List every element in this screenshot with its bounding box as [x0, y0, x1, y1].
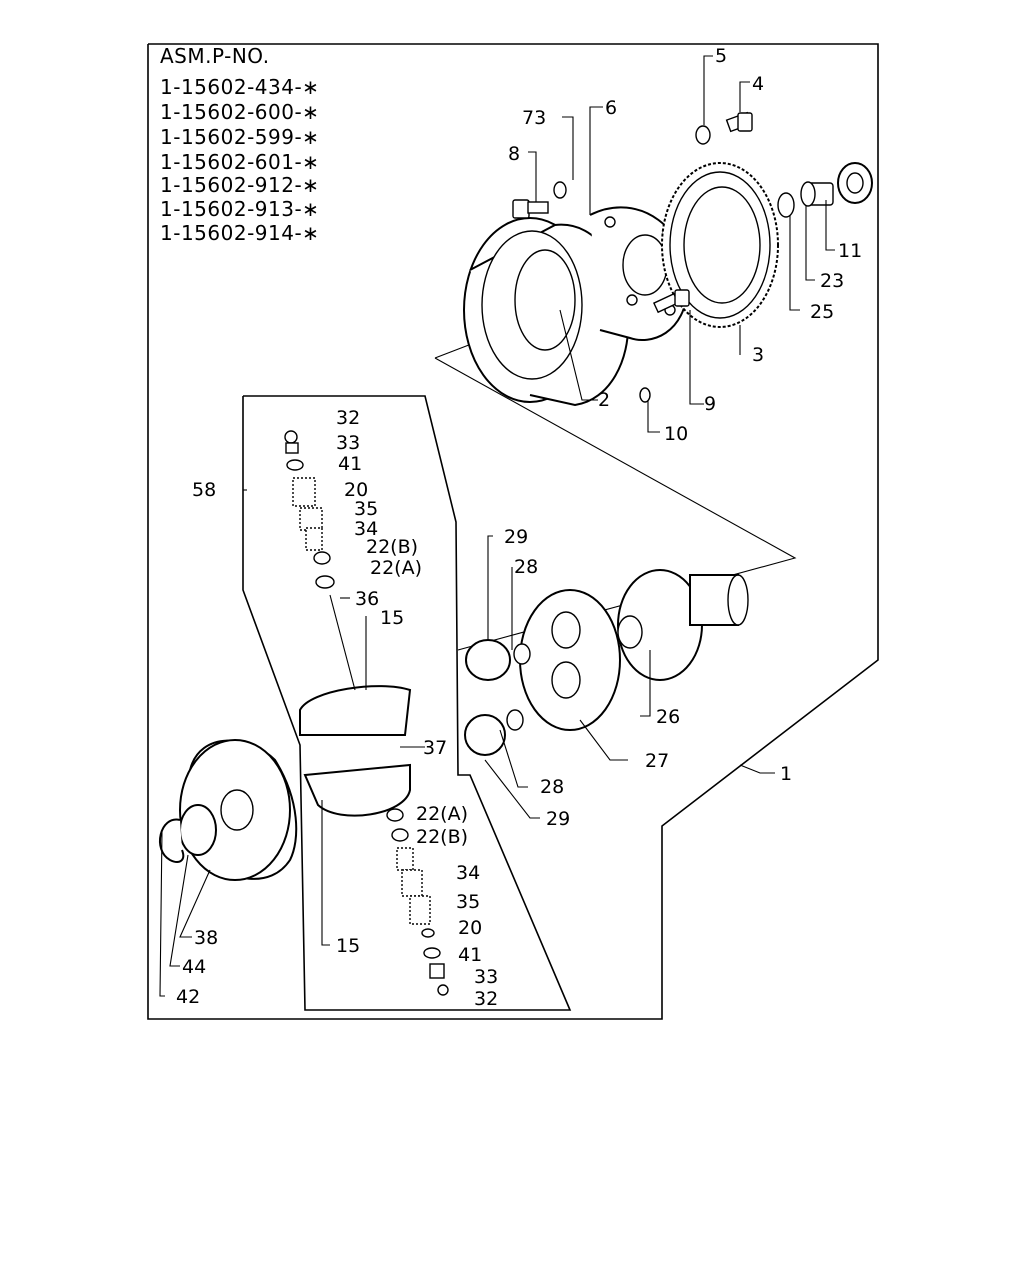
callout-leaders: [159, 55, 835, 997]
callout-label: 37: [423, 737, 447, 759]
bolt-part-9: [652, 289, 690, 314]
callout-label: 22(B): [366, 536, 418, 558]
callout-label: 29: [504, 526, 528, 548]
washer-part-10: [639, 387, 651, 403]
asm-part-number: 1-15602-601-∗: [160, 150, 320, 174]
weight-part-15-upper: [299, 685, 412, 736]
spring-stack-lower: [386, 808, 449, 996]
callout-label: 32: [336, 407, 360, 429]
bushing-part-29-upper: [465, 639, 511, 681]
callout-label: 32: [474, 988, 498, 1010]
callout-label: 10: [664, 423, 688, 445]
asm-part-number: 1-15602-912-∗: [160, 173, 320, 197]
spring-stack-upper: [284, 430, 335, 589]
callout-label: 28: [540, 776, 564, 798]
asm-part-number: 1-15602-913-∗: [160, 197, 320, 221]
callout-label: 9: [704, 393, 716, 415]
bushing-part-28-lower: [506, 709, 524, 731]
asm-part-number: 1-15602-914-∗: [160, 221, 320, 245]
washer-part-73: [553, 181, 567, 199]
bushing-part-29-lower: [464, 714, 506, 756]
callout-label: 5: [715, 45, 727, 67]
callout-label: 42: [176, 986, 200, 1008]
bushing-part-28-upper: [513, 643, 531, 665]
drum-part-2: [463, 217, 630, 407]
callout-label: 34: [456, 862, 480, 884]
plug-part-11: [837, 162, 873, 204]
callout-label: 33: [336, 432, 360, 454]
seal-part-25: [777, 192, 795, 218]
callout-label: 27: [645, 750, 669, 772]
washer-part-5: [695, 125, 711, 145]
callout-label: 22(A): [370, 557, 422, 579]
callout-label: 44: [182, 956, 206, 978]
snap-ring-part-42: [159, 818, 185, 863]
callout-label: 2: [598, 389, 610, 411]
callout-label: 23: [820, 270, 844, 292]
ring-part-44: [179, 804, 217, 856]
callout-label: 58: [192, 479, 216, 501]
asm-heading: ASM.P-NO.: [160, 44, 270, 68]
callout-label: 22(A): [416, 803, 468, 825]
group-58-outline: [242, 395, 572, 1011]
callout-label: 33: [474, 966, 498, 988]
fitting-part-23: [800, 181, 834, 207]
weight-part-15-lower: [303, 763, 411, 817]
callout-label: 28: [514, 556, 538, 578]
callout-label: 41: [458, 944, 482, 966]
callout-label: 35: [354, 498, 378, 520]
gear-part-3: [661, 162, 779, 328]
outer-frame: [147, 43, 879, 1020]
callout-label: 34: [354, 518, 378, 540]
asm-part-number: 1-15602-434-∗: [160, 75, 320, 99]
callout-label: 22(B): [416, 826, 468, 848]
bolt-part-4: [725, 111, 753, 133]
callout-label: 36: [355, 588, 379, 610]
rod-part-36: [329, 594, 356, 691]
hub-part-26: [617, 569, 749, 681]
callout-label: 15: [380, 607, 404, 629]
callout-label: 73: [522, 107, 546, 129]
callout-label: 29: [546, 808, 570, 830]
callout-label: 26: [656, 706, 680, 728]
callout-label: 20: [344, 479, 368, 501]
callout-label: 3: [752, 344, 764, 366]
asm-part-number: 1-15602-599-∗: [160, 125, 320, 149]
asm-part-number: 1-15602-600-∗: [160, 100, 320, 124]
callout-label: 25: [810, 301, 834, 323]
callout-label: 8: [508, 143, 520, 165]
callout-label: 20: [458, 917, 482, 939]
callout-label: 38: [194, 927, 218, 949]
callout-label: 35: [456, 891, 480, 913]
callout-label: 1: [780, 763, 792, 785]
callout-label: 11: [838, 240, 862, 262]
bolt-part-8: [512, 199, 549, 219]
callout-label: 6: [605, 97, 617, 119]
callout-label: 41: [338, 453, 362, 475]
callout-label: 15: [336, 935, 360, 957]
plate-part-27: [519, 589, 621, 731]
callout-label: 4: [752, 73, 764, 95]
